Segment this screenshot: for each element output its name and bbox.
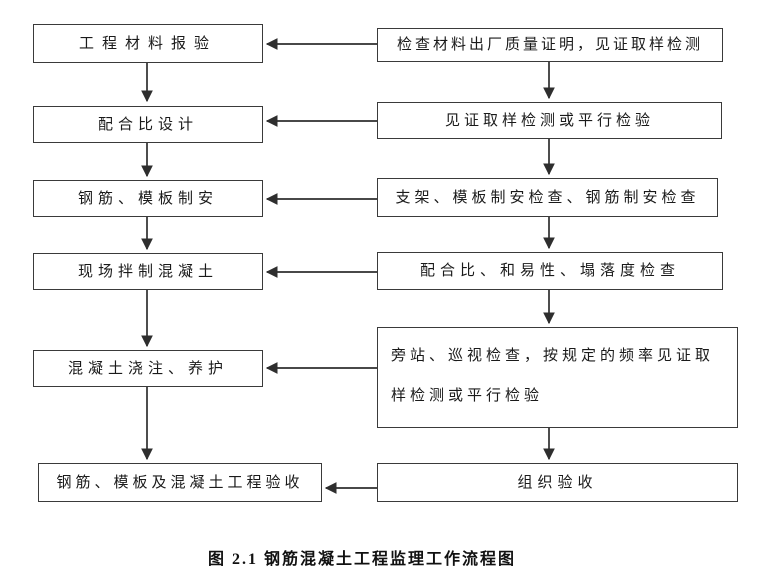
flow-box-final-acceptance: 钢筋、模板及混凝土工程验收: [38, 463, 322, 502]
flow-box-label: 钢筋、模板制安: [77, 190, 218, 207]
flow-box-label: 检查材料出厂质量证明，见证取样检测: [396, 37, 703, 53]
flow-box-label: 组织验收: [517, 474, 598, 491]
flow-box-witness-sampling-test: 见证取样检测或平行检验: [377, 102, 722, 139]
flow-box-label: 支架、模板制安检查、钢筋制安检查: [395, 189, 700, 206]
flow-box-side-station-inspection: 旁站、巡视检查，按规定的频率见证取样检测或平行检验: [377, 327, 738, 428]
flow-box-organize-acceptance: 组织验收: [377, 463, 738, 502]
flow-box-label: 旁站、巡视检查，按规定的频率见证取样检测或平行检验: [391, 348, 715, 404]
flow-box-label: 配合比设计: [97, 116, 198, 133]
flow-box-label: 工程材料报验: [78, 35, 217, 52]
flow-box-label: 现场拌制混凝土: [77, 263, 218, 280]
flow-box-onsite-concrete-mixing: 现场拌制混凝土: [33, 253, 263, 290]
flow-box-mix-workability-slump-check: 配合比、和易性、塌落度检查: [377, 252, 723, 290]
flow-box-label: 混凝土浇注、养护: [67, 360, 228, 377]
flow-box-concrete-pouring-curing: 混凝土浇注、养护: [33, 350, 263, 387]
flow-box-label: 见证取样检测或平行检验: [444, 112, 654, 129]
flow-box-mix-ratio-design: 配合比设计: [33, 106, 263, 143]
flow-box-material-submission: 工程材料报验: [33, 24, 263, 63]
flow-box-rebar-formwork-install: 钢筋、模板制安: [33, 180, 263, 217]
flow-box-label: 配合比、和易性、塌落度检查: [419, 263, 680, 279]
flow-box-label: 钢筋、模板及混凝土工程验收: [56, 474, 304, 491]
flow-box-check-factory-certificate: 检查材料出厂质量证明，见证取样检测: [377, 28, 723, 62]
figure-caption: 图 2.1 钢筋混凝土工程监理工作流程图: [207, 551, 516, 568]
flow-box-support-formwork-rebar-check: 支架、模板制安检查、钢筋制安检查: [377, 178, 718, 217]
